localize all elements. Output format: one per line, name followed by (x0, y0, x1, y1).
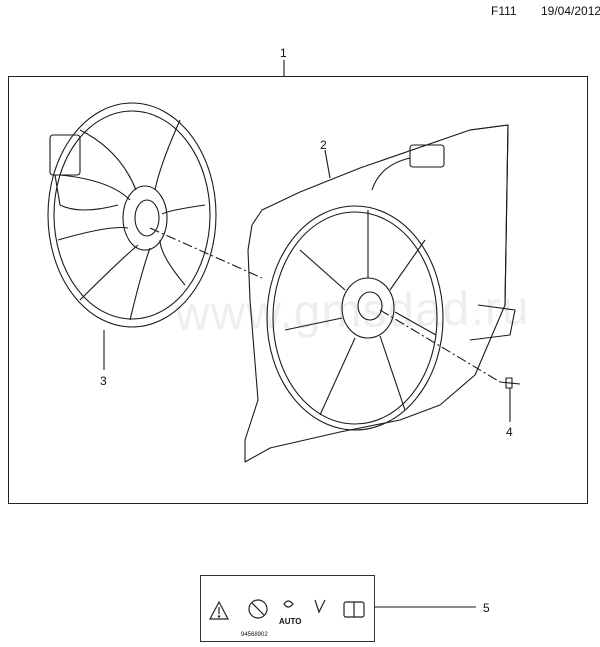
no-touch-icon (248, 599, 268, 619)
diagram-code: F111 (491, 4, 517, 18)
callout-2: 2 (320, 138, 327, 152)
assembly-frame (8, 76, 588, 504)
fan-assembly (47, 102, 217, 328)
screw (499, 377, 521, 389)
warning-label-icons (209, 599, 365, 620)
warning-label: AUTO (200, 575, 375, 642)
callout-4: 4 (506, 425, 513, 439)
auto-text: AUTO (279, 617, 302, 626)
callout-3: 3 (100, 374, 107, 388)
warning-triangle-icon (209, 600, 229, 620)
fan-icon (283, 600, 294, 608)
shroud-assembly (244, 124, 516, 463)
callout-1: 1 (280, 46, 287, 60)
callout-5: 5 (483, 601, 490, 615)
hand-fan-icon (314, 599, 326, 614)
diagram-date: 19/04/2012 (541, 4, 600, 18)
leader-2 (324, 149, 331, 179)
label-part-number: 94568902 (241, 632, 268, 638)
